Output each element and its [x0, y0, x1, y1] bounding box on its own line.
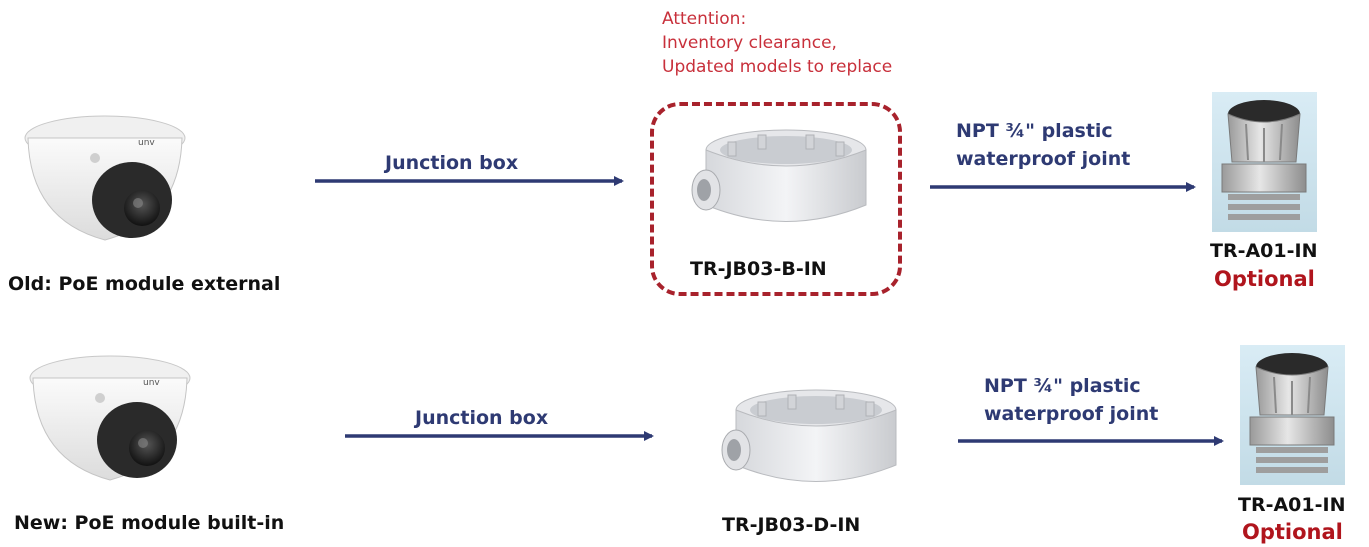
joint-label: NPT ¾" plastic waterproof joint	[956, 118, 1130, 173]
junction-box-caption: TR-JB03-D-IN	[722, 514, 861, 536]
camera-caption: Old: PoE module external	[8, 273, 281, 295]
junction-box-caption: TR-JB03-B-IN	[690, 258, 827, 280]
cable-gland-icon	[1212, 92, 1317, 232]
junction-box-icon	[691, 129, 867, 222]
attention-line: Updated models to replace	[662, 56, 893, 77]
optional-label: Optional	[1242, 520, 1343, 544]
junction-box-icon	[721, 389, 897, 482]
svg-text:unv: unv	[143, 378, 160, 388]
dome-camera-icon: unv	[24, 115, 186, 241]
joint-label: NPT ¾" plastic waterproof joint	[984, 373, 1158, 428]
joint-caption: TR-A01-IN	[1210, 240, 1318, 262]
attention-note: Attention: Inventory clearance, Updated …	[662, 8, 892, 79]
replacement-highlight-box	[650, 102, 902, 296]
joint-caption: TR-A01-IN	[1238, 494, 1346, 516]
svg-text:unv: unv	[138, 138, 155, 148]
optional-label: Optional	[1214, 267, 1315, 291]
joint-label-line: waterproof joint	[984, 402, 1159, 425]
camera-caption: New: PoE module built-in	[14, 512, 285, 534]
dome-camera-icon: unv	[29, 355, 191, 481]
cable-gland-icon	[1240, 345, 1345, 485]
attention-line: Inventory clearance,	[662, 32, 837, 53]
junction-box-label: Junction box	[385, 152, 519, 174]
joint-label-line: waterproof joint	[956, 147, 1131, 170]
junction-box-label: Junction box	[415, 407, 549, 429]
joint-label-line: NPT ¾" plastic	[956, 120, 1113, 142]
joint-label-line: NPT ¾" plastic	[984, 375, 1141, 397]
attention-line: Attention:	[662, 9, 747, 29]
